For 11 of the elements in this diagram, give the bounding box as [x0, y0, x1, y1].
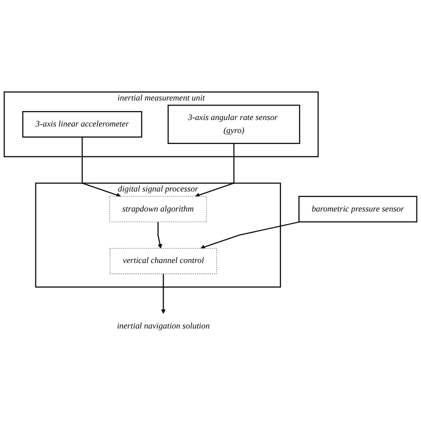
node-box: 3-axis angular rate sensor (gyro): [168, 104, 300, 144]
arrow: [158, 222, 162, 249]
arrow: [161, 274, 166, 314]
arrow: [82, 137, 122, 198]
node-box: 3-axis linear accelerometer: [22, 111, 142, 138]
node-box: strapdown algorithm: [109, 196, 207, 222]
node-box: vertical channel control: [110, 248, 217, 274]
node-box: barometric pressure sensor: [298, 196, 418, 222]
node-text: inertial navigation solution: [116, 322, 210, 331]
arrow: [194, 143, 234, 198]
arrow: [200, 221, 300, 250]
